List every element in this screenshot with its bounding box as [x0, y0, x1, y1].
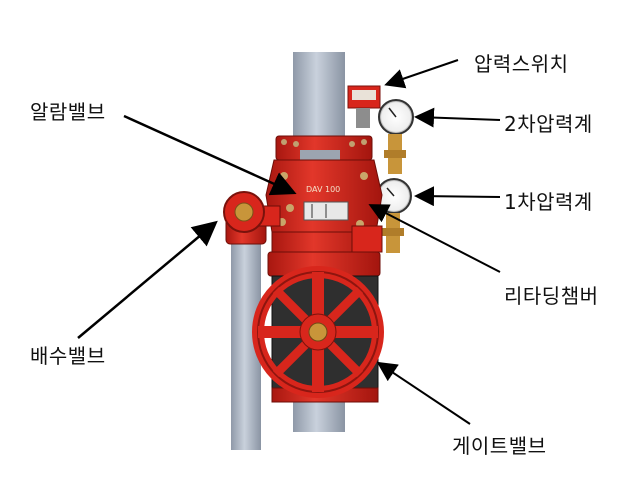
secondary-pressure-gauge — [378, 99, 414, 174]
arrow-drain-valve — [77, 220, 218, 339]
pressure-switch — [347, 85, 381, 128]
alarm-valve-top-flange — [275, 135, 373, 162]
arrow-primary-gauge — [414, 186, 501, 207]
label-pressure-switch: 압력스위치 — [474, 52, 569, 76]
arrow-retarding-chamber — [368, 204, 501, 273]
arrow-pressure-switch — [384, 59, 459, 89]
arrow-gate-valve — [376, 361, 471, 425]
gate-valve-handwheel — [252, 266, 384, 398]
arrow-secondary-gauge — [414, 107, 501, 128]
label-alarm-valve: 알람밸브 — [30, 100, 106, 124]
label-retarding-chamber: 리타딩챔버 — [504, 284, 599, 308]
label-secondary-gauge: 2차압력계 — [504, 112, 593, 136]
drain-valve — [223, 191, 281, 245]
label-gate-valve: 게이트밸브 — [452, 434, 547, 458]
alarm-valve-body: DAV 100 — [265, 159, 383, 233]
valve-marking: DAV 100 — [306, 185, 340, 194]
arrow-alarm-valve — [123, 114, 297, 196]
label-primary-gauge: 1차압력계 — [504, 190, 593, 214]
label-drain-valve: 배수밸브 — [30, 344, 106, 368]
